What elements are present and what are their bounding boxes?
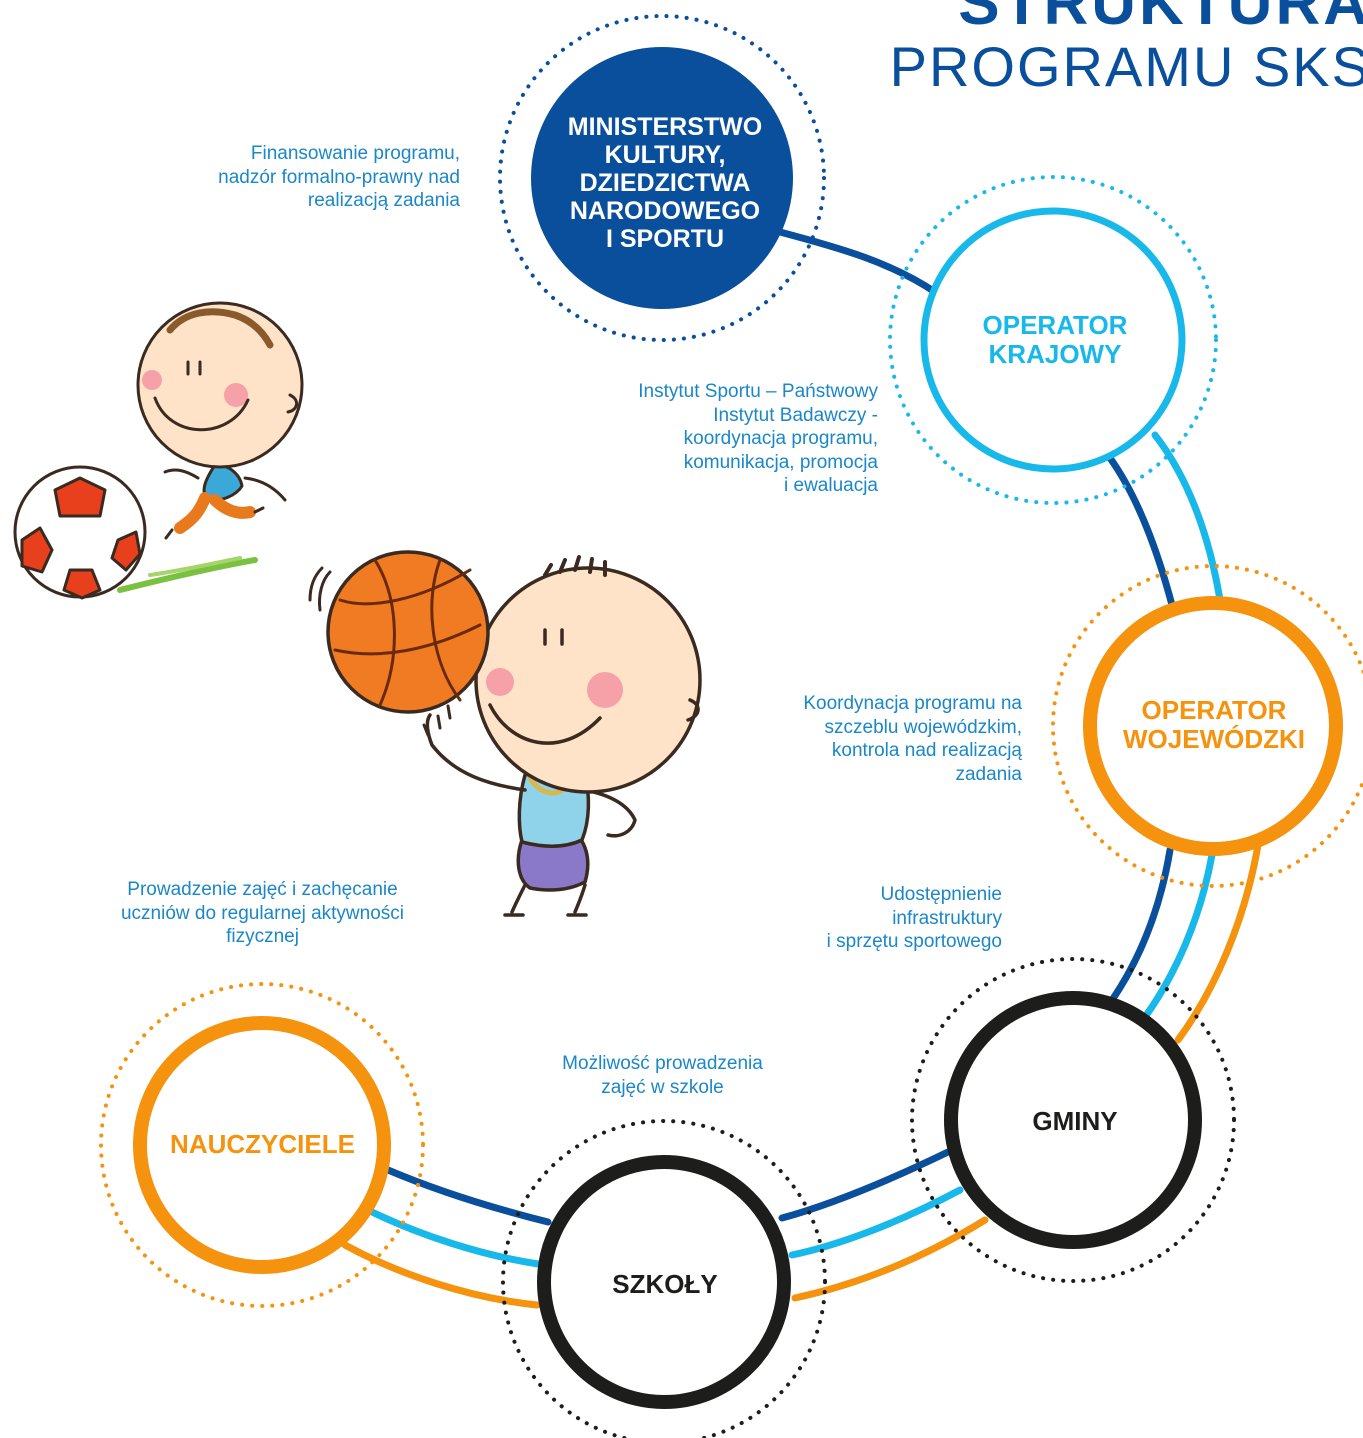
national-operator-node-label: OPERATOR KRAJOWY [982,309,1128,369]
schools-description: Możliwość prowadzenia zajęć w szkole [562,1053,763,1098]
connector-national-regional-dark [1106,454,1176,609]
national-operator-description: Instytut Sportu – Państwowy Instytut Bad… [638,381,878,496]
connector-szkoly-teachers-dark [384,1166,552,1226]
node-national-operator [888,175,1218,505]
node-schools [501,1119,827,1438]
node-teachers [99,982,425,1308]
connector-ministry-national [776,228,939,296]
node-municipalities [910,957,1236,1283]
teachers-description: Prowadzenie zajęć i zachęcanie uczniów d… [120,879,405,947]
connector-regional-gminy-orange [1174,841,1262,1044]
child-with-basketball-illustration [308,550,702,917]
node-regional-operator [1051,564,1363,888]
node-ministry [498,14,826,342]
municipalities-node-label: GMINY [1032,1106,1118,1137]
connector-lines [341,228,1262,1309]
diagram-subtitle: PROGRAMU SKS [889,35,1363,98]
connector-gminy-szkoly-dark [778,1148,952,1222]
ministry-description: Finansowanie programu, nadzór formalno-p… [218,143,460,211]
regional-operator-node-label: OPERATOR WOJEWÓDZKI [1123,694,1305,754]
connector-gminy-szkoly-light [788,1186,964,1259]
diagram-title: STRUKTURA [958,0,1363,38]
schools-node-label: SZKOŁY [612,1269,718,1300]
teachers-node-label: NAUCZYCIELE [170,1129,355,1160]
connector-regional-gminy-dark [1106,846,1174,1007]
ministry-node-label: MINISTERSTWO KULTURY, DZIEDZICTWA NARODO… [567,112,763,253]
regional-operator-description: Koordynacja programu na szczeblu wojewód… [803,693,1022,785]
connector-national-regional-light [1151,431,1224,604]
connector-szkoly-teachers-orange [341,1241,541,1309]
connector-regional-gminy-light [1141,851,1216,1021]
municipalities-description: Udostępnienie infrastruktury i sprzętu s… [826,884,1002,952]
connector-gminy-szkoly-orange [791,1216,989,1302]
connector-szkoly-teachers-light [368,1208,542,1268]
child-with-soccer-ball-illustration [13,301,304,600]
